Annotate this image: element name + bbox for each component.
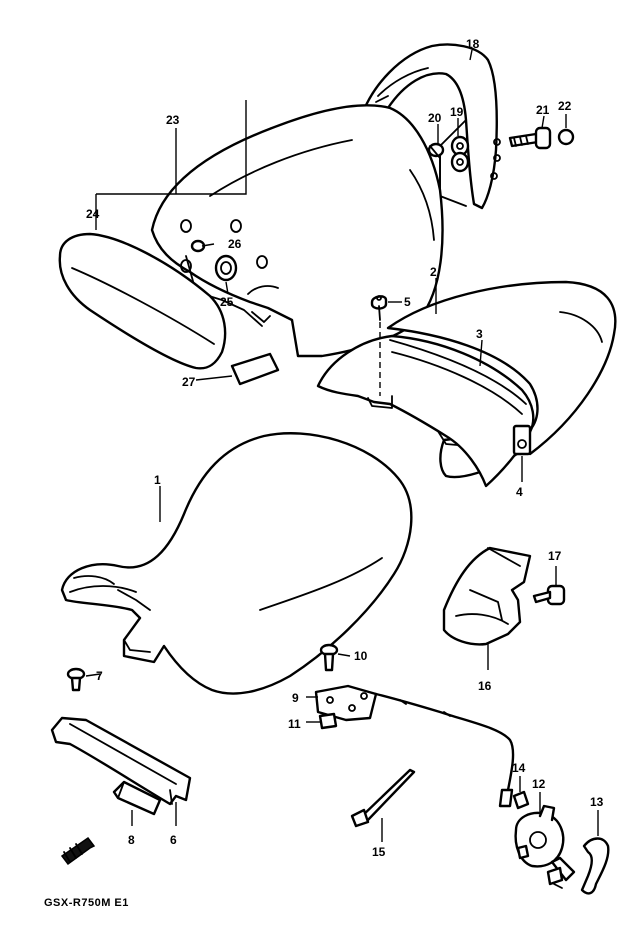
label-part-3: 3: [476, 327, 483, 341]
label-part-6: 6: [170, 833, 177, 847]
part-19-washer[interactable]: [450, 135, 470, 173]
label-part-19: 19: [450, 105, 464, 119]
leader-lines: [85, 49, 599, 842]
part-17-bolt[interactable]: [532, 584, 566, 606]
part-27-pad[interactable]: [230, 352, 280, 386]
part-21-bolt[interactable]: [508, 126, 552, 150]
label-part-17: 17: [548, 549, 562, 563]
label-part-1: 1: [154, 473, 161, 487]
label-part-20: 20: [428, 111, 442, 125]
label-part-10: 10: [354, 649, 368, 663]
label-part-4: 4: [516, 485, 523, 499]
label-part-14: 14: [512, 761, 526, 775]
label-part-2: 2: [430, 265, 437, 279]
part-23-seat-cowl[interactable]: [150, 104, 444, 358]
part-12-seat-lock[interactable]: [514, 804, 576, 889]
label-part-26: 26: [228, 237, 242, 251]
part-5-bolt[interactable]: [370, 295, 388, 321]
part-number-labels: 18 20 19 21 22 23 24 26 25 27 5 2 3 4 1 …: [86, 37, 604, 859]
part-22-cap[interactable]: [557, 128, 575, 146]
part-10-bolt[interactable]: [319, 643, 339, 672]
part-9-latch-plate[interactable]: [314, 684, 378, 722]
label-part-24: 24: [86, 207, 100, 221]
label-part-16: 16: [478, 679, 492, 693]
label-part-18: 18: [466, 37, 480, 51]
label-part-25: 25: [220, 295, 234, 309]
part-16-cover[interactable]: [442, 546, 532, 646]
label-part-9: 9: [292, 691, 299, 705]
label-part-13: 13: [590, 795, 604, 809]
front-arrow-icon: [60, 836, 96, 866]
label-part-5: 5: [404, 295, 411, 309]
part-1-front-seat[interactable]: [60, 432, 413, 695]
label-part-8: 8: [128, 833, 135, 847]
label-part-15: 15: [372, 845, 386, 859]
part-24-tail-pad[interactable]: [58, 232, 227, 370]
part-13-hook[interactable]: [580, 837, 610, 895]
label-part-11: 11: [288, 717, 301, 731]
label-part-12: 12: [532, 777, 546, 791]
part-3-seat-base[interactable]: [316, 334, 535, 488]
label-part-22: 22: [558, 99, 572, 113]
label-part-23: 23: [166, 113, 180, 127]
part-8-pad[interactable]: [112, 780, 162, 816]
part-6-bracket[interactable]: [50, 716, 192, 806]
part-7-screw[interactable]: [66, 667, 86, 692]
part-25-grommet[interactable]: [214, 254, 238, 282]
model-code: GSX-R750M E1: [44, 897, 129, 909]
label-part-21: 21: [536, 103, 550, 117]
part-14-screw[interactable]: [512, 790, 530, 810]
part-11-nut[interactable]: [318, 712, 338, 730]
part-20-bushing[interactable]: [427, 142, 445, 159]
part-15-tie-wrap[interactable]: [350, 768, 416, 828]
label-part-27: 27: [182, 375, 196, 389]
seat-lock-cable[interactable]: [374, 692, 515, 808]
label-part-7: 7: [96, 669, 103, 683]
